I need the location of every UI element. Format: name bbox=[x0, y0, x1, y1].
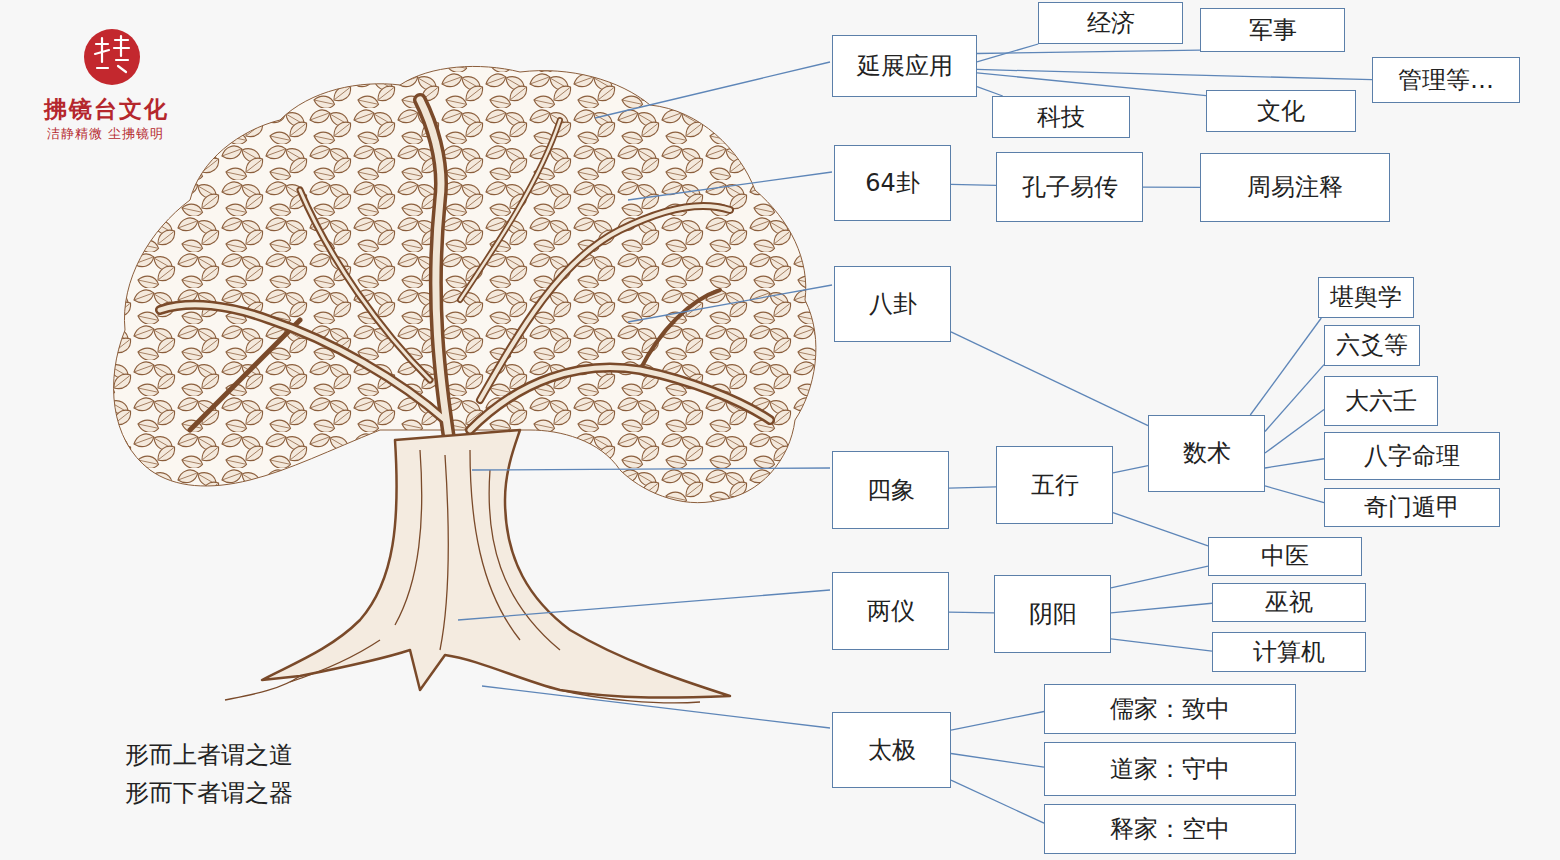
concept-box: 管理等… bbox=[1372, 57, 1520, 103]
node-label: 中医 bbox=[1261, 542, 1309, 571]
connector-line bbox=[977, 87, 1003, 96]
node-label: 军事 bbox=[1249, 16, 1297, 45]
node-label: 道家：守中 bbox=[1110, 755, 1230, 784]
connector-line bbox=[1113, 466, 1148, 473]
concept-box: 堪舆学 bbox=[1318, 277, 1414, 318]
concept-box: 两仪 bbox=[832, 572, 949, 650]
connector-line bbox=[977, 50, 1200, 53]
node-label: 延展应用 bbox=[857, 52, 953, 81]
node-label: 八字命理 bbox=[1364, 442, 1460, 471]
concept-box: 经济 bbox=[1038, 2, 1183, 44]
concept-box: 数术 bbox=[1148, 415, 1265, 492]
concept-box: 延展应用 bbox=[832, 35, 977, 97]
concept-box: 文化 bbox=[1206, 90, 1356, 132]
connector-line bbox=[951, 332, 1148, 426]
node-label: 四象 bbox=[867, 476, 915, 505]
node-label: 五行 bbox=[1031, 471, 1079, 500]
connector-line bbox=[951, 184, 996, 185]
connector-line bbox=[1265, 459, 1324, 468]
node-label: 管理等… bbox=[1398, 66, 1494, 95]
tree-trunk bbox=[225, 430, 730, 703]
node-label: 太极 bbox=[868, 736, 916, 765]
concept-box: 阴阳 bbox=[994, 575, 1111, 653]
node-label: 文化 bbox=[1257, 97, 1305, 126]
connector-line bbox=[949, 487, 996, 488]
concept-box: 奇门遁甲 bbox=[1324, 488, 1500, 527]
concept-box: 周易注释 bbox=[1200, 153, 1390, 222]
node-label: 堪舆学 bbox=[1330, 283, 1402, 312]
connector-line bbox=[1250, 318, 1321, 415]
concept-box: 大六壬 bbox=[1324, 376, 1438, 426]
node-label: 计算机 bbox=[1253, 638, 1325, 667]
connector-line bbox=[951, 780, 1044, 823]
node-label: 科技 bbox=[1037, 103, 1085, 132]
node-label: 大六壬 bbox=[1345, 387, 1417, 416]
logo-seal bbox=[84, 29, 140, 85]
node-label: 六爻等 bbox=[1336, 331, 1408, 360]
connector-line bbox=[1111, 566, 1208, 588]
node-label: 周易注释 bbox=[1247, 173, 1343, 202]
node-label: 奇门遁甲 bbox=[1364, 493, 1460, 522]
node-label: 64卦 bbox=[865, 169, 920, 198]
concept-box: 儒家：致中 bbox=[1044, 684, 1296, 734]
brand-slogan: 洁静精微 尘拂镜明 bbox=[47, 126, 164, 143]
connector-line bbox=[951, 753, 1044, 767]
node-label: 八卦 bbox=[869, 290, 917, 319]
connector-line bbox=[1111, 603, 1212, 613]
concept-box: 八卦 bbox=[834, 266, 951, 342]
connector-line bbox=[977, 73, 1206, 96]
node-label: 巫祝 bbox=[1265, 588, 1313, 617]
node-label: 数术 bbox=[1183, 439, 1231, 468]
quote-line: 形而下者谓之器 bbox=[125, 778, 293, 809]
connector-line bbox=[1111, 639, 1212, 651]
leader-line bbox=[458, 62, 832, 728]
quote-line: 形而上者谓之道 bbox=[125, 740, 293, 771]
connector-line bbox=[951, 712, 1044, 731]
concept-box: 军事 bbox=[1200, 8, 1345, 52]
node-label: 孔子易传 bbox=[1022, 173, 1118, 202]
node-label: 两仪 bbox=[867, 597, 915, 626]
concept-box: 计算机 bbox=[1212, 632, 1366, 672]
concept-box: 八字命理 bbox=[1324, 432, 1500, 480]
concept-box: 太极 bbox=[832, 712, 951, 788]
connector-line bbox=[1143, 187, 1200, 188]
node-label: 儒家：致中 bbox=[1110, 695, 1230, 724]
concept-box: 释家：空中 bbox=[1044, 804, 1296, 854]
concept-box: 五行 bbox=[996, 446, 1113, 524]
connector-line bbox=[949, 611, 994, 613]
concept-box: 六爻等 bbox=[1324, 325, 1420, 366]
connector-line bbox=[1265, 409, 1324, 453]
node-label: 经济 bbox=[1087, 9, 1135, 38]
concept-box: 64卦 bbox=[834, 145, 951, 221]
tree-branches bbox=[160, 100, 770, 445]
concept-box: 中医 bbox=[1208, 537, 1362, 576]
concept-box: 科技 bbox=[992, 96, 1130, 138]
connector-line bbox=[977, 69, 1372, 79]
concept-box: 巫祝 bbox=[1212, 583, 1366, 622]
connector-line bbox=[1265, 486, 1324, 503]
connector-line bbox=[1265, 365, 1324, 432]
connector-line bbox=[1113, 513, 1208, 546]
concept-box: 孔子易传 bbox=[996, 152, 1143, 222]
node-label: 释家：空中 bbox=[1110, 815, 1230, 844]
concept-box: 道家：守中 bbox=[1044, 742, 1296, 796]
node-label: 阴阳 bbox=[1029, 600, 1077, 629]
concept-box: 四象 bbox=[832, 451, 949, 529]
brand-name: 拂镜台文化 bbox=[44, 94, 169, 124]
